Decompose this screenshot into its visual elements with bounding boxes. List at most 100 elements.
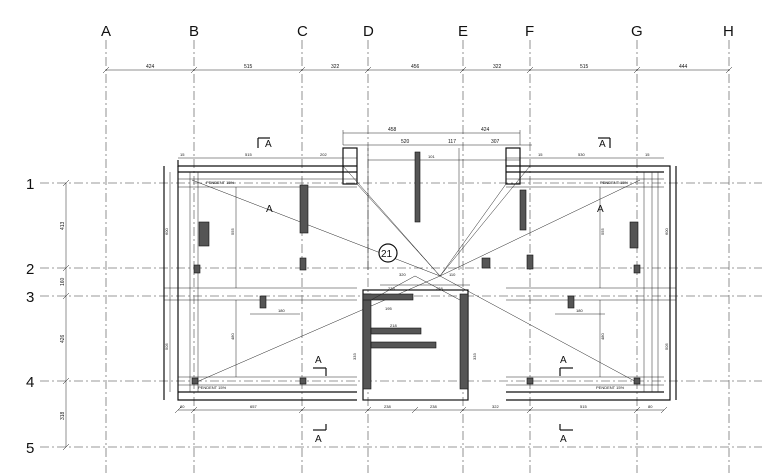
- core-dim-7: 333: [352, 353, 357, 360]
- side-dim-1: 600: [164, 228, 169, 235]
- side-dim-2: 555: [230, 228, 235, 235]
- pendent-bottom-right: PENDENT 15%: [596, 385, 625, 390]
- row-labels: 1 2 3 4 5: [26, 176, 34, 457]
- bottom-dim-1: 80: [180, 404, 185, 409]
- opening-right: [629, 221, 639, 249]
- section-mark-3: A: [266, 204, 273, 215]
- pillar-c2: [299, 257, 307, 271]
- row-label-3: 3: [26, 289, 34, 306]
- upper-dim-4: 117: [448, 139, 456, 145]
- pillar-f1: [519, 189, 527, 231]
- left-dim-34: 426: [60, 334, 66, 343]
- side-dim-7: 480: [600, 333, 605, 340]
- core-dim-4: 218: [390, 323, 397, 328]
- column-label-a: A: [101, 23, 111, 40]
- bottom-dim-2: 657: [250, 404, 257, 409]
- row-label-2: 2: [26, 261, 34, 278]
- column-label-b: B: [189, 23, 199, 40]
- wall-dim-6: 15: [645, 152, 650, 157]
- pillar-f4: [526, 377, 534, 385]
- core-wall-left: [362, 293, 372, 390]
- pillar-f2: [526, 254, 534, 270]
- bottom-dim-3: 238: [384, 404, 391, 409]
- top-dimension-chain: 424 515 322 456 322 515 444: [102, 64, 733, 74]
- top-dim-ef: 322: [493, 64, 502, 70]
- vertical-grid-axes: [105, 40, 730, 473]
- column-label-f: F: [525, 23, 534, 40]
- pendent-top-right: PENDENT 15%: [600, 180, 629, 185]
- pendent-bottom-left: PENDENT 15%: [198, 385, 227, 390]
- side-dim-8: 505: [664, 343, 669, 350]
- slope-notes: PENDENT 15% PENDENT 15% PENDENT 15% PEND…: [198, 180, 629, 390]
- core-wall-mid2: [370, 341, 437, 349]
- pillar-g2: [633, 264, 641, 274]
- side-dim-9: 180: [278, 308, 285, 313]
- core-dim-5: 320: [399, 272, 406, 277]
- top-dim-fg: 515: [580, 64, 589, 70]
- top-dim-bc: 515: [244, 64, 253, 70]
- wall-dim-3: 202: [320, 152, 327, 157]
- side-dim-5: 600: [664, 228, 669, 235]
- left-dim-23: 160: [60, 277, 66, 286]
- column-label-g: G: [631, 23, 643, 40]
- pillar-b2: [193, 264, 201, 274]
- core-wall-top: [362, 293, 414, 301]
- side-dim-10: 180: [576, 308, 583, 313]
- top-dim-ab: 424: [146, 64, 155, 70]
- shaft-column-upper: [414, 151, 421, 223]
- row-label-5: 5: [26, 440, 34, 457]
- bottom-dim-5: 322: [492, 404, 499, 409]
- section-mark-5: A: [315, 355, 322, 366]
- opening-e2: [481, 257, 491, 269]
- bottom-dim-7: 80: [648, 404, 653, 409]
- section-mark-4: A: [597, 204, 604, 215]
- top-dim-gh: 444: [679, 64, 688, 70]
- central-core: 228 228 195 218 320 110 333 333: [352, 272, 477, 401]
- pillar-c4: [299, 377, 307, 385]
- upper-dim-1: 458: [388, 127, 397, 133]
- side-dim-3: 480: [230, 333, 235, 340]
- wall-dim-5: 530: [578, 152, 585, 157]
- top-dim-cd: 322: [331, 64, 340, 70]
- wall-dim-1: 15: [180, 152, 185, 157]
- horizontal-grid-axes: [40, 182, 762, 448]
- opening-left: [198, 221, 210, 247]
- column-label-e: E: [458, 23, 468, 40]
- core-wall-right: [459, 293, 469, 390]
- core-dim-8: 333: [472, 353, 477, 360]
- structural-elements: [191, 184, 641, 385]
- pillar-c1: [299, 184, 309, 234]
- column-label-d: D: [363, 23, 374, 40]
- bottom-dim-6: 515: [580, 404, 587, 409]
- left-dimension-chain: 413 160 426 318: [60, 179, 70, 451]
- upper-dim-3: 520: [401, 139, 410, 145]
- pillar-g4: [633, 377, 641, 385]
- core-wall-mid: [370, 327, 422, 335]
- bottom-dim-4: 238: [430, 404, 437, 409]
- opening-f3: [567, 295, 575, 309]
- core-dim-3: 195: [385, 306, 392, 311]
- bottom-dimension-chain: 80 657 238 238 322 515 80: [174, 404, 668, 414]
- core-dim-2: 228: [436, 286, 443, 291]
- section-mark-1: A: [265, 139, 272, 150]
- section-mark-8: A: [560, 434, 567, 445]
- upper-dim-6: 101: [428, 154, 435, 159]
- pillar-b4: [191, 377, 199, 385]
- side-dim-6: 555: [600, 228, 605, 235]
- row-label-4: 4: [26, 374, 34, 391]
- slab-outline: [163, 160, 677, 401]
- row-label-1: 1: [26, 176, 34, 193]
- opening-c3: [259, 295, 267, 309]
- pendent-top-left: PENDENT 15%: [206, 180, 235, 185]
- upper-dim-2: 424: [481, 127, 490, 133]
- column-labels: A B C D E F G H: [101, 23, 734, 40]
- core-dim-6: 110: [449, 272, 456, 277]
- left-dim-12: 413: [60, 221, 66, 230]
- section-mark-6: A: [560, 355, 567, 366]
- column-label-c: C: [297, 23, 308, 40]
- top-wall-dimensions: 15 515 202 15 530 15: [178, 152, 664, 159]
- section-mark-2: A: [599, 139, 606, 150]
- top-dim-de: 456: [411, 64, 420, 70]
